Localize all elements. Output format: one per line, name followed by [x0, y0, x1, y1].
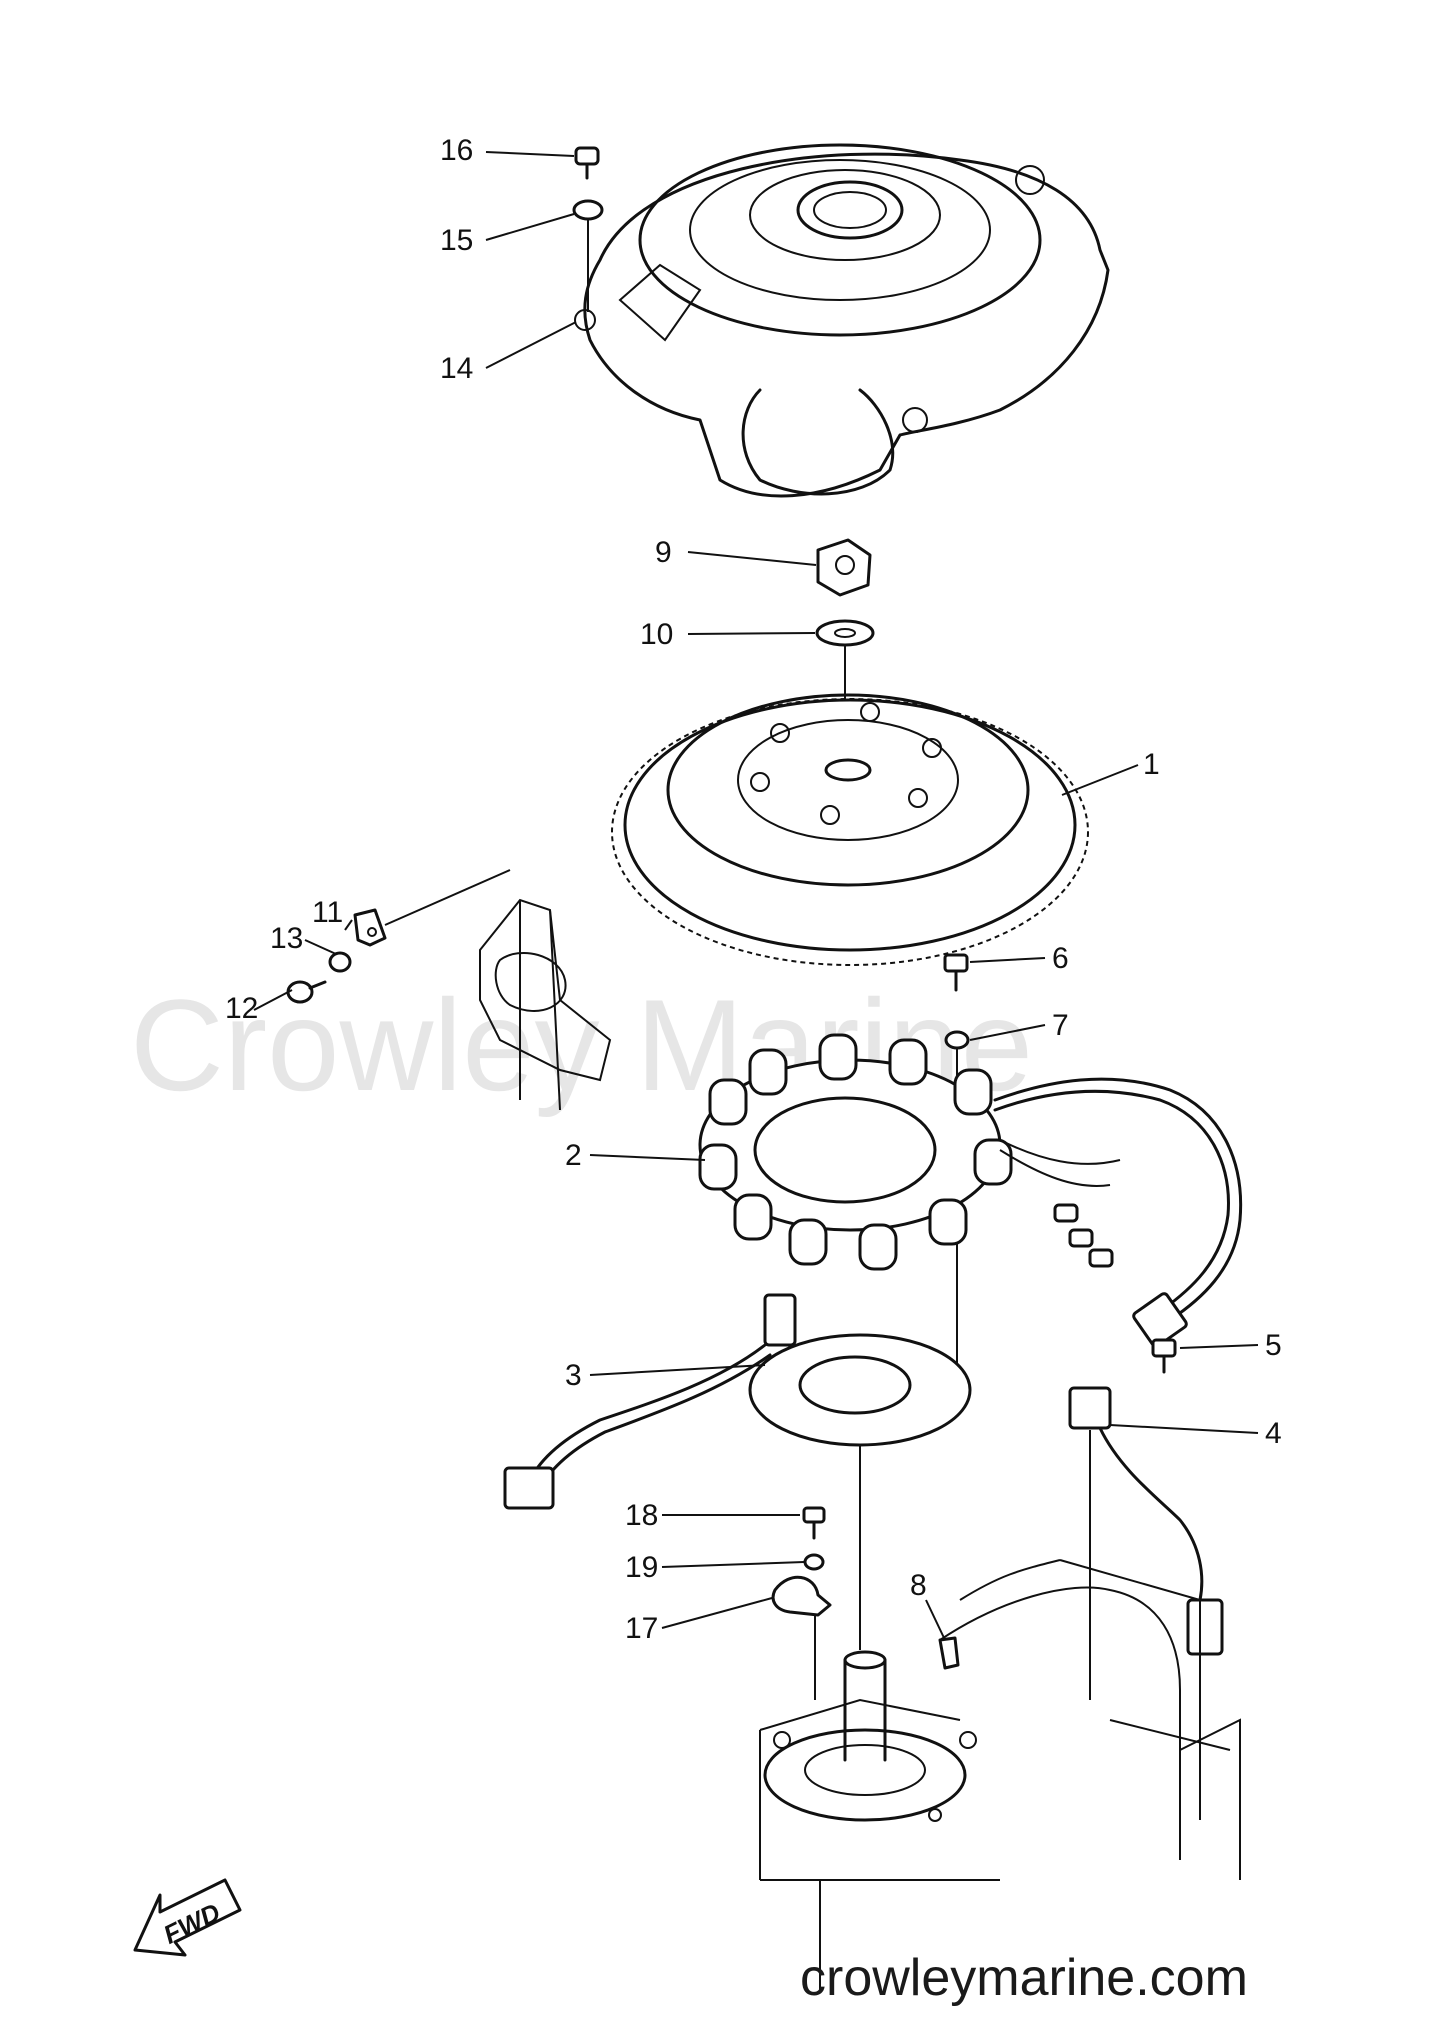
callout-2: 2: [565, 1139, 582, 1172]
plate-11: [353, 869, 511, 947]
clamp-17: [771, 1575, 832, 1700]
callout-17: 17: [625, 1612, 658, 1645]
washer-10: [815, 619, 875, 647]
website-url: crowleymarine.com: [800, 1949, 1248, 2007]
callout-labels: 16 15 14 9 10 1 11 13 12 6 7 2 3 5 4 18 …: [225, 134, 1282, 1645]
callout-6: 6: [1052, 942, 1069, 975]
callout-18: 18: [625, 1499, 658, 1532]
callout-19: 19: [625, 1551, 658, 1584]
engine-block: [759, 1559, 1241, 1990]
grommet-15: [572, 199, 604, 312]
callout-13: 13: [270, 922, 303, 955]
washer-13: [328, 951, 352, 973]
callout-11: 11: [312, 896, 343, 929]
callout-12: 12: [225, 992, 258, 1025]
thermo-sensor-4: [1068, 1386, 1224, 1700]
callout-14: 14: [440, 352, 473, 385]
pulser-coil-assembly: [503, 1293, 972, 1510]
bolt-6: [943, 953, 969, 992]
forward-direction-arrow: FWD: [133, 1878, 242, 1957]
flywheel: [611, 693, 1089, 966]
screw-16: [574, 146, 600, 180]
woodruff-key-8: [938, 1636, 960, 1670]
callout-15: 15: [440, 224, 473, 257]
callout-10: 10: [640, 618, 673, 651]
callout-9: 9: [655, 536, 672, 569]
washer-7: [944, 1030, 970, 1050]
bracket-assembly: [479, 898, 612, 1111]
flywheel-cover: [574, 143, 1110, 498]
callout-8: 8: [910, 1569, 927, 1602]
washer-19: [803, 1553, 825, 1571]
screw-18: [802, 1506, 826, 1540]
callout-7: 7: [1052, 1009, 1069, 1042]
stator: [698, 1033, 1243, 1348]
callout-1: 1: [1143, 748, 1160, 781]
leader-lines: [253, 151, 1259, 1641]
callout-3: 3: [565, 1359, 582, 1392]
callout-16: 16: [440, 134, 473, 167]
callout-5: 5: [1265, 1329, 1282, 1362]
callout-4: 4: [1265, 1417, 1282, 1450]
screw-5: [1151, 1338, 1177, 1374]
nut-9: [816, 538, 872, 597]
